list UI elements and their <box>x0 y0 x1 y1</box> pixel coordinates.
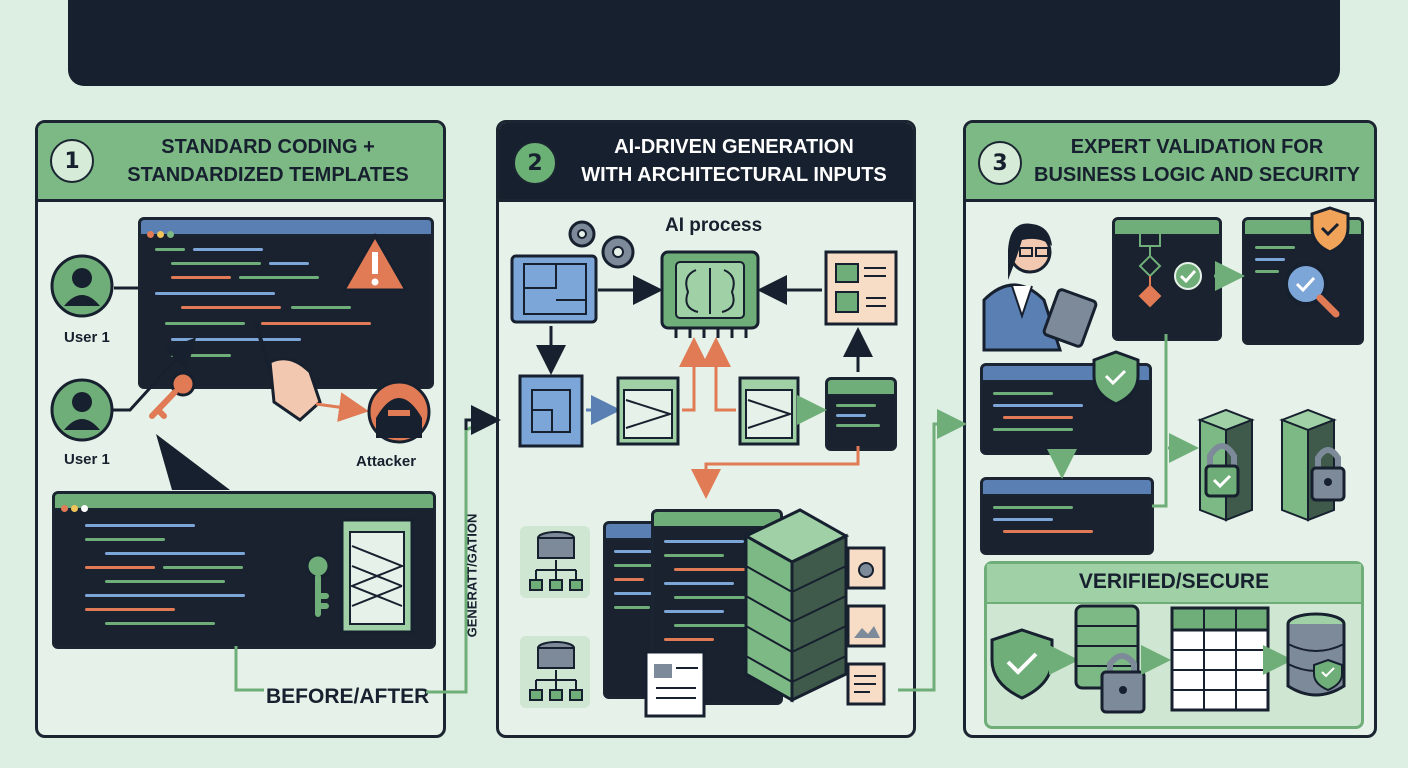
panel-1-header: 1 STANDARD CODING + STANDARDIZED TEMPLAT… <box>38 123 443 202</box>
access-arrow <box>112 337 197 412</box>
before-after-label: BEFORE/AFTER <box>266 685 430 708</box>
key-icon <box>305 553 331 617</box>
panel-3-header: 3 EXPERT VALIDATION FOR BUSINESS LOGIC A… <box>966 123 1374 202</box>
callout-pointer <box>156 434 230 490</box>
database-network-icon <box>520 526 590 598</box>
report-file-icon <box>644 650 706 718</box>
validated-code-window-2 <box>980 477 1154 555</box>
panel-3-title: EXPERT VALIDATION FOR BUSINESS LOGIC AND… <box>1034 136 1360 186</box>
connector-arrow <box>898 409 967 692</box>
step-number-3: 3 <box>978 141 1022 185</box>
gear-icon <box>568 220 635 269</box>
pattern-file-icon <box>616 376 680 446</box>
database-network-icon <box>520 636 590 708</box>
shield-check-icon <box>990 628 1054 700</box>
flowchart-icon <box>1138 231 1202 308</box>
user-label-2: User 1 <box>64 451 110 468</box>
secure-database-icon <box>1286 612 1346 697</box>
expert-person-icon <box>982 223 1098 352</box>
user-label-1: User 1 <box>64 329 110 346</box>
warning-icon <box>341 232 409 292</box>
pattern-file-icon <box>738 376 800 446</box>
text-file-icon <box>846 662 886 706</box>
step-number-1: 1 <box>50 139 94 183</box>
locked-server-icon <box>1197 408 1255 522</box>
settings-file-icon <box>846 546 886 590</box>
pointing-hand-icon <box>254 323 322 422</box>
generated-code-window <box>825 377 897 451</box>
step-number-2: 2 <box>513 141 557 185</box>
locked-server-icon <box>1074 604 1146 714</box>
connector-label: GENERATT/GATION <box>464 513 480 638</box>
verified-secure-label: VERIFIED/SECURE <box>1078 570 1270 593</box>
user-avatar-icon <box>50 378 114 442</box>
panel-1-title: STANDARD CODING + STANDARDIZED TEMPLATES <box>127 136 409 186</box>
user-avatar-icon <box>50 254 114 318</box>
blueprint-icon <box>510 254 598 324</box>
validated-code-window-1 <box>980 363 1152 455</box>
key-icon <box>149 371 196 419</box>
shield-check-icon <box>1310 206 1350 254</box>
ai-chip-icon <box>660 250 760 338</box>
ai-process-label: AI process <box>665 215 763 236</box>
image-file-icon <box>846 604 886 648</box>
floorplan-file-icon <box>518 374 584 448</box>
document-icon <box>824 250 898 326</box>
connector-arrow <box>426 416 493 694</box>
locked-server-icon <box>1279 408 1346 522</box>
magnifier-check-icon <box>1284 262 1340 318</box>
template-pattern-icon <box>340 518 414 634</box>
top-banner <box>68 0 1340 86</box>
attacker-label: Attacker <box>356 453 417 470</box>
data-table-icon <box>1170 606 1270 712</box>
panel-2-header: 2 AI-DRIVEN GENERATION WITH ARCHITECTURA… <box>499 123 913 202</box>
panel-2-title: AI-DRIVEN GENERATION WITH ARCHITECTURAL … <box>581 136 887 186</box>
server-stack-icon <box>742 508 850 703</box>
shield-check-icon <box>1092 350 1140 406</box>
attacker-icon <box>367 380 431 444</box>
